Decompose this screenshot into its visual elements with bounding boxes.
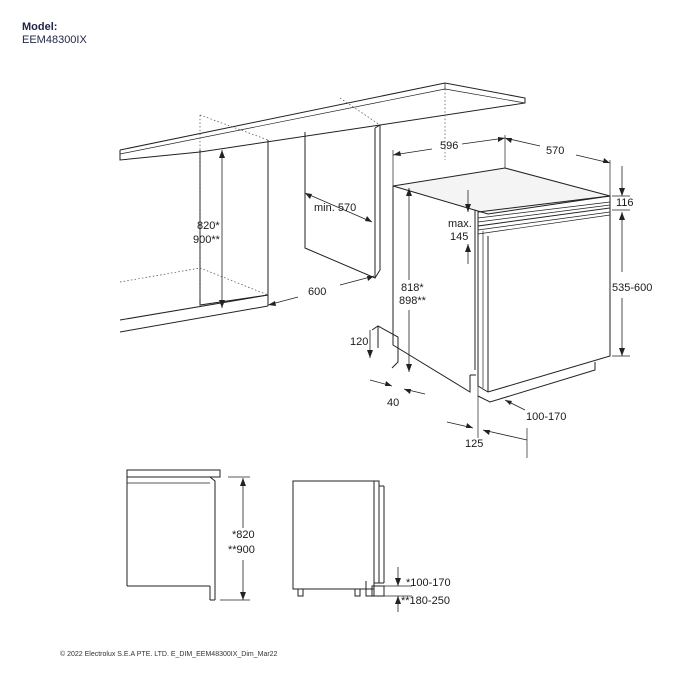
dim-plinth-depth-label: 40 xyxy=(387,397,399,409)
header: Model: EEM48300IX xyxy=(22,21,87,46)
copyright-text: © 2022 Electrolux S.E.A PTE. LTD. E_DIM_… xyxy=(60,651,278,658)
dim-niche-depth: min. 570 xyxy=(304,192,373,223)
worktop xyxy=(119,82,526,161)
niche-left-cabinet xyxy=(119,89,446,333)
dim-plinth-height-label: 120 xyxy=(350,336,368,348)
dim-top-clearance: 116 xyxy=(612,166,634,209)
dim-niche-height-label-2: 900** xyxy=(193,234,221,246)
dim-panel-max-label-1: max. xyxy=(448,218,472,230)
dim-niche-height: 820* 900** xyxy=(193,150,225,308)
dim-niche-width: 600 xyxy=(267,275,375,306)
dim-top-clearance-label: 116 xyxy=(616,197,634,209)
dim-front-height-label-2: **900 xyxy=(228,544,255,556)
dim-front-height-label-1: *820 xyxy=(232,529,255,541)
dim-front-height: *820 **900 xyxy=(220,476,255,601)
dim-door-panel-height: 535-600 xyxy=(612,209,652,357)
dim-niche-height-label-1: 820* xyxy=(197,220,220,232)
model-number: EEM48300IX xyxy=(22,33,87,46)
model-label: Model: xyxy=(22,21,58,33)
dim-side-plinth: *100-170 **180-250 xyxy=(384,567,451,612)
dim-side-plinth-label-1: *100-170 xyxy=(406,577,451,589)
dim-plinth-range: 100-170 xyxy=(504,399,566,423)
front-view xyxy=(126,469,221,601)
side-view xyxy=(292,480,385,597)
dishwasher-body xyxy=(371,167,611,403)
dim-appliance-height-label-1: 818* xyxy=(401,282,424,294)
dim-appliance-width: 596 xyxy=(392,135,506,186)
dim-plinth-offset: 125 xyxy=(446,396,528,458)
dim-panel-max: max. 145 xyxy=(448,190,472,264)
dim-appliance-width-label: 596 xyxy=(440,140,458,152)
dim-plinth-range-label: 100-170 xyxy=(526,411,566,423)
dim-niche-depth-label: min. 570 xyxy=(314,202,356,214)
dim-niche-width-label: 600 xyxy=(308,286,326,298)
dim-side-plinth-label-2: **180-250 xyxy=(401,595,450,607)
dim-plinth-height: 120 xyxy=(350,330,373,358)
niche-right-cabinet xyxy=(304,124,381,279)
dim-door-panel-height-label: 535-600 xyxy=(612,282,652,294)
dim-appliance-depth: 570 xyxy=(504,137,611,196)
dim-appliance-height-label-2: 898** xyxy=(399,295,427,307)
dim-plinth-offset-label: 125 xyxy=(465,438,483,450)
dim-plinth-depth: 40 xyxy=(369,379,426,409)
dim-panel-max-label-2: 145 xyxy=(450,231,468,243)
dim-appliance-depth-label: 570 xyxy=(546,145,564,157)
dim-appliance-height: 818* 898** xyxy=(399,188,427,372)
